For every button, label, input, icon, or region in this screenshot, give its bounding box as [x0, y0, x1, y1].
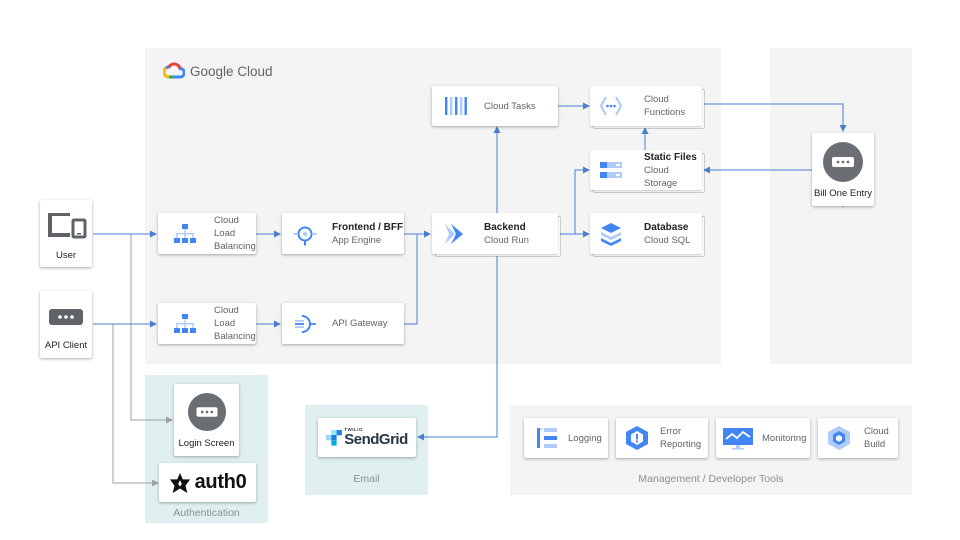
auth0-shield-icon	[169, 472, 190, 493]
google-cloud-icon	[163, 62, 185, 79]
bill-one-entry-icon	[823, 142, 863, 182]
load-balancing-icon	[174, 223, 196, 243]
cloud-tasks-icon	[445, 97, 467, 115]
bill-one-entry-label: Bill One Entry	[813, 188, 873, 199]
monitoring-card[interactable]: Monitoring	[716, 418, 810, 458]
login-screen-icon	[187, 392, 226, 432]
bill-one-entry-card[interactable]: Bill One Entry	[812, 133, 874, 206]
cloud-build-line1: Cloud	[864, 426, 889, 437]
static-files-subtitle: Cloud Storage	[644, 164, 678, 189]
wire-api-client-auth0	[93, 323, 159, 487]
backend-title: Backend	[484, 221, 526, 233]
management-label: Management / Developer Tools	[638, 473, 784, 485]
sendgrid-card[interactable]: TWILIO SendGrid	[318, 418, 416, 457]
user-label: User	[55, 250, 77, 261]
error-reporting-icon	[626, 426, 648, 450]
google-cloud-label: Google Cloud	[190, 63, 273, 79]
api-client-icon	[49, 309, 83, 325]
cloud-sql-icon	[601, 222, 621, 246]
api-client-card[interactable]: API Client	[40, 291, 92, 358]
cloud-load-balancing-2-card[interactable]: Cloud Load Balancing	[158, 303, 256, 344]
api-gateway-icon	[295, 314, 316, 333]
sendgrid-logo-icon	[326, 429, 343, 446]
cloud-tasks-label: Cloud Tasks	[484, 100, 536, 112]
cloud-functions-line1: Cloud	[644, 94, 669, 105]
error-reporting-line2: Reporting	[660, 439, 702, 450]
cloud-load-balancing-2-line2: Balancing	[214, 331, 256, 342]
monitoring-icon	[723, 428, 753, 450]
cloud-build-card[interactable]: Cloud Build	[818, 418, 898, 458]
login-screen-label: Login Screen	[178, 438, 235, 449]
static-files-card[interactable]: Static Files Cloud Storage	[590, 150, 702, 190]
cloud-build-line2: Build	[864, 439, 886, 450]
database-card[interactable]: Database Cloud SQL	[590, 213, 702, 254]
logging-card[interactable]: Logging	[524, 418, 608, 458]
cloud-functions-line2: Functions	[644, 107, 686, 118]
wire-functions-billone	[702, 103, 847, 132]
frontend-bff-title: Frontend / BFF	[332, 221, 404, 233]
external-region	[770, 48, 912, 364]
cloud-load-balancing-1-line2: Balancing	[214, 241, 256, 252]
error-reporting-line1: Error	[660, 426, 682, 437]
frontend-bff-subtitle: App Engine	[332, 234, 382, 246]
database-title: Database	[644, 221, 689, 233]
database-subtitle: Cloud SQL	[644, 234, 691, 246]
cloud-functions-card[interactable]: Cloud Functions	[590, 86, 702, 126]
laptop-icon	[48, 213, 87, 239]
api-gateway-label: API Gateway	[332, 318, 388, 329]
load-balancing-icon	[174, 313, 196, 333]
monitoring-label: Monitoring	[762, 432, 807, 444]
wire-backend-static	[574, 166, 590, 234]
wire-backend-sendgrid	[417, 250, 501, 441]
error-reporting-card[interactable]: Error Reporting	[616, 418, 708, 458]
backend-card[interactable]: Backend Cloud Run	[432, 213, 558, 254]
cloud-load-balancing-1-card[interactable]: Cloud Load Balancing	[158, 213, 256, 254]
app-engine-icon	[293, 226, 317, 245]
api-client-label: API Client	[44, 340, 88, 351]
cloud-functions-icon	[599, 96, 623, 116]
cloud-load-balancing-2-line1: Cloud Load	[214, 305, 239, 329]
user-card[interactable]: User	[40, 200, 92, 267]
api-gateway-card[interactable]: API Gateway	[282, 303, 404, 344]
google-cloud-logo: Google Cloud	[163, 62, 273, 80]
cloud-run-icon	[445, 223, 463, 244]
sendgrid-label: SendGrid	[344, 431, 408, 448]
backend-subtitle: Cloud Run	[484, 234, 529, 246]
sendgrid-sublabel: TWILIO	[344, 427, 363, 432]
cloud-tasks-card[interactable]: Cloud Tasks	[432, 86, 558, 126]
cloud-build-icon	[828, 426, 850, 450]
authentication-label: Authentication	[173, 507, 240, 519]
frontend-bff-card[interactable]: Frontend / BFF App Engine	[282, 213, 404, 254]
cloud-load-balancing-1-line1: Cloud Load	[214, 215, 239, 239]
email-label: Email	[353, 473, 380, 485]
wire-gateway-backend	[404, 234, 418, 325]
auth0-card[interactable]: auth0	[159, 463, 256, 502]
cloud-storage-icon	[600, 162, 622, 178]
login-screen-card[interactable]: Login Screen	[174, 384, 239, 456]
auth0-label: auth0	[194, 471, 247, 493]
logging-icon	[537, 428, 557, 448]
logging-label: Logging	[568, 432, 602, 444]
static-files-title: Static Files	[644, 151, 697, 163]
